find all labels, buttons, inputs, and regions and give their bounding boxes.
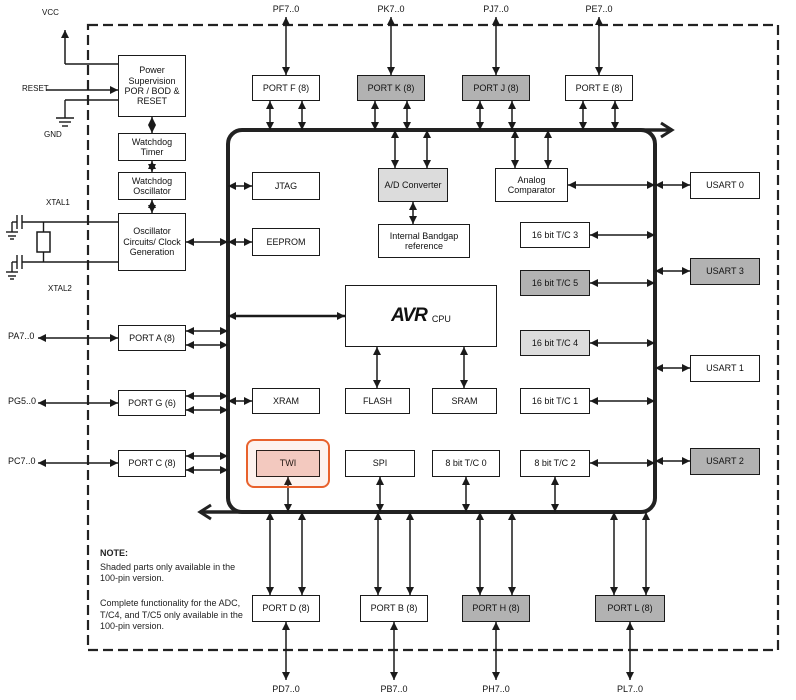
block-spi: SPI [345, 450, 415, 477]
block-port-e: PORT E (8) [565, 75, 633, 101]
block-tc1: 16 bit T/C 1 [520, 388, 590, 414]
note: NOTE: Shaded parts only available in the… [100, 548, 250, 633]
pin-label-pk: PK7..0 [377, 4, 405, 14]
block-oscillator-clock: Oscillator Circuits/ Clock Generation [118, 213, 186, 271]
pin-label-reset: RESET [22, 84, 49, 93]
pin-label-pl: PL7..0 [616, 684, 644, 694]
pin-label-pd: PD7..0 [272, 684, 300, 694]
pin-label-vcc: VCC [42, 8, 59, 17]
block-bandgap: Internal Bandgap reference [378, 224, 470, 258]
power-xtal-wiring [6, 63, 118, 280]
block-port-c: PORT C (8) [118, 450, 186, 477]
block-twi[interactable]: TWI [256, 450, 320, 477]
block-watchdog-timer: Watchdog Timer [118, 133, 186, 161]
block-tc5: 16 bit T/C 5 [520, 270, 590, 296]
block-avr-cpu: AVR CPU [345, 285, 497, 347]
block-port-g: PORT G (6) [118, 390, 186, 416]
pin-label-gnd: GND [44, 130, 62, 139]
pin-label-pb: PB7..0 [380, 684, 408, 694]
block-port-a: PORT A (8) [118, 325, 186, 351]
block-jtag: JTAG [252, 172, 320, 200]
block-usart1: USART 1 [690, 355, 760, 382]
pin-label-pe: PE7..0 [585, 4, 613, 14]
block-tc0: 8 bit T/C 0 [432, 450, 500, 477]
block-watchdog-oscillator: Watchdog Oscillator [118, 172, 186, 200]
block-tc2: 8 bit T/C 2 [520, 450, 590, 477]
block-flash: FLASH [345, 388, 410, 414]
note-heading: NOTE: [100, 548, 128, 558]
block-tc4: 16 bit T/C 4 [520, 330, 590, 356]
block-port-h: PORT H (8) [462, 595, 530, 622]
block-port-j: PORT J (8) [462, 75, 530, 101]
pin-label-pf: PF7..0 [272, 4, 300, 14]
block-eeprom: EEPROM [252, 228, 320, 256]
block-usart0: USART 0 [690, 172, 760, 199]
block-adc: A/D Converter [378, 168, 448, 202]
pin-label-pc: PC7..0 [8, 456, 36, 466]
block-port-l: PORT L (8) [595, 595, 665, 622]
pin-label-pj: PJ7..0 [483, 4, 509, 14]
pin-label-pa: PA7..0 [8, 331, 35, 341]
pin-label-xtal2: XTAL2 [48, 284, 72, 293]
note-text-1: Shaded parts only available in the 100-p… [100, 561, 236, 584]
pin-label-xtal1: XTAL1 [46, 198, 70, 207]
cpu-label: CPU [431, 313, 451, 324]
block-port-b: PORT B (8) [360, 595, 428, 622]
data-bus [226, 128, 657, 514]
connector-arrows [38, 17, 690, 680]
pin-label-ph: PH7..0 [482, 684, 510, 694]
avr-logo: AVR [391, 305, 428, 327]
block-sram: SRAM [432, 388, 497, 414]
block-usart2: USART 2 [690, 448, 760, 475]
block-port-d: PORT D (8) [252, 595, 320, 622]
note-text-2: Complete functionality for the ADC, T/C4… [100, 598, 243, 632]
pin-label-pg: PG5..0 [8, 396, 37, 406]
block-port-k: PORT K (8) [357, 75, 425, 101]
block-port-f: PORT F (8) [252, 75, 320, 101]
block-tc3: 16 bit T/C 3 [520, 222, 590, 248]
block-usart3: USART 3 [690, 258, 760, 285]
crystal-symbol [36, 231, 51, 253]
block-power-supervision: Power Supervision POR / BOD & RESET [118, 55, 186, 117]
block-analog-comparator: Analog Comparator [495, 168, 568, 202]
block-xram: XRAM [252, 388, 320, 414]
